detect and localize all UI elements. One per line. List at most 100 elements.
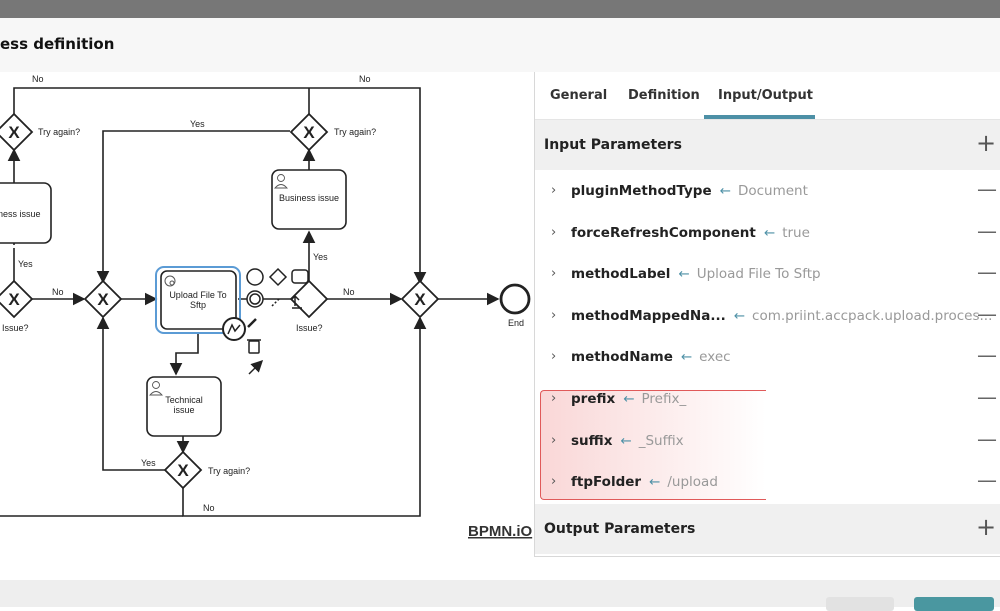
tab-input-output[interactable]: Input/Output	[718, 88, 813, 103]
gateway-label: Try again?	[208, 466, 250, 476]
svg-text:X: X	[303, 123, 315, 142]
param-row[interactable]: ›suffix←_Suffix—	[535, 421, 1000, 462]
add-input-icon[interactable]: +	[976, 129, 997, 157]
param-row[interactable]: › methodMappedNa...←com.priint.accpack.up…	[535, 296, 1000, 337]
remove-param-icon[interactable]: —	[977, 468, 997, 493]
remove-param-icon[interactable]: —	[977, 218, 997, 243]
param-value: Prefix_	[641, 391, 687, 407]
param-name: prefix	[571, 391, 616, 407]
flow-label: No	[359, 74, 371, 84]
param-name: pluginMethodType	[571, 183, 712, 199]
flow-label: Yes	[190, 119, 205, 129]
svg-text:X: X	[177, 461, 189, 480]
remove-param-icon[interactable]: —	[977, 177, 997, 201]
chevron-right-icon[interactable]: ›	[551, 307, 557, 323]
input-parameters-label: Input Parameters	[544, 137, 682, 153]
svg-text:X: X	[97, 290, 109, 309]
chevron-right-icon[interactable]: ›	[551, 224, 557, 240]
param-entry: prefix ← Prefix_	[571, 391, 686, 407]
gateway-label: Issue?	[2, 323, 29, 333]
param-name: forceRefreshComponent	[571, 224, 756, 241]
task-label: ness issue	[0, 209, 41, 219]
flow-label: No	[343, 287, 355, 297]
properties-panel: General Definition Input/Output Input Pa…	[534, 72, 1000, 557]
chevron-right-icon[interactable]: ›	[551, 266, 557, 282]
remove-param-icon[interactable]: —	[977, 385, 997, 409]
param-row[interactable]: › methodLabel ← Upload File To Sftp —	[535, 254, 1000, 295]
chevron-right-icon[interactable]: ›	[551, 432, 557, 448]
input-parameters-header[interactable]: Input Parameters +	[535, 120, 1000, 170]
param-entry: suffix←_Suffix	[571, 433, 684, 449]
param-value: com.priint.accpack.upload.proces...	[752, 307, 993, 324]
bpmn-diagram[interactable]: X X X X X X	[0, 72, 534, 572]
param-row[interactable]: › ftpFolder ← /upload —	[535, 462, 1000, 503]
chevron-right-icon[interactable]: ›	[551, 183, 557, 198]
dialog-footer	[0, 580, 1000, 611]
remove-param-icon[interactable]: —	[977, 301, 997, 326]
param-name: methodLabel	[571, 266, 671, 283]
param-row[interactable]: › pluginMethodType ← Document —	[535, 171, 1000, 212]
chevron-right-icon[interactable]: ›	[551, 349, 557, 365]
remove-param-icon[interactable]: —	[977, 426, 997, 451]
flow-label: Yes	[141, 458, 156, 468]
svg-text:X: X	[414, 290, 426, 309]
param-row[interactable]: › forceRefreshComponent←true —	[535, 213, 1000, 254]
param-row[interactable]: › prefix ← Prefix_ —	[535, 379, 1000, 420]
end-label: End	[508, 318, 524, 328]
task-label: issue	[173, 405, 194, 415]
task-label: Sftp	[190, 300, 206, 310]
param-entry: methodMappedNa...←com.priint.accpack.upl…	[571, 308, 992, 324]
flow-label: Yes	[18, 259, 33, 269]
param-entry: forceRefreshComponent←true	[571, 225, 810, 241]
arrow-left-icon: ←	[620, 432, 632, 449]
gear-icon	[164, 275, 176, 287]
add-output-icon[interactable]: +	[976, 513, 997, 541]
param-value: /upload	[667, 474, 718, 491]
context-pad[interactable]	[246, 267, 309, 308]
svg-text:X: X	[8, 123, 20, 142]
arrow-left-icon: ←	[719, 183, 731, 199]
tab-bar: General Definition Input/Output	[535, 72, 1000, 120]
gateway-icon[interactable]	[0, 112, 440, 490]
param-entry: methodLabel ← Upload File To Sftp	[571, 266, 821, 282]
save-button[interactable]	[914, 597, 994, 611]
tab-general[interactable]: General	[550, 88, 608, 103]
param-name: methodName	[571, 349, 673, 366]
task-label: Upload File To	[169, 290, 226, 300]
param-row[interactable]: › methodName ← exec —	[535, 337, 1000, 378]
output-parameters-header[interactable]: Output Parameters +	[535, 504, 1000, 554]
arrow-left-icon: ←	[678, 266, 690, 283]
upload-task[interactable]	[160, 270, 237, 330]
param-value: Upload File To Sftp	[696, 266, 821, 283]
remove-param-icon[interactable]: —	[977, 260, 997, 285]
gateway-label: Try again?	[334, 127, 376, 137]
param-value: Document	[737, 183, 808, 199]
arrow-left-icon: ←	[649, 474, 661, 491]
output-parameters-label: Output Parameters	[544, 521, 696, 537]
arrow-left-icon: ←	[623, 391, 635, 407]
active-tab-indicator	[704, 115, 815, 119]
param-value: _Suffix	[638, 432, 684, 449]
tab-definition[interactable]: Definition	[628, 88, 700, 103]
bpmn-canvas[interactable]: X X X X X X	[0, 72, 534, 572]
param-name: ftpFolder	[571, 474, 642, 491]
param-value: true	[782, 224, 810, 241]
flow-label: No	[32, 74, 44, 84]
flow-label: Yes	[313, 252, 328, 262]
chevron-right-icon[interactable]: ›	[551, 391, 557, 406]
gateway-label: Issue?	[296, 323, 323, 333]
task-label: Business issue	[279, 193, 339, 203]
dialog-title: ess definition	[0, 35, 115, 53]
highlight-box	[540, 390, 766, 500]
gateway-label: Try again?	[38, 127, 80, 137]
end-event[interactable]	[499, 283, 531, 315]
task-label: Technical	[165, 395, 203, 405]
param-entry: pluginMethodType ← Document	[571, 183, 808, 199]
remove-param-icon[interactable]: —	[977, 343, 997, 368]
cancel-button[interactable]	[826, 597, 894, 611]
chevron-right-icon[interactable]: ›	[551, 474, 557, 490]
arrow-left-icon: ←	[680, 349, 693, 366]
flow-label: No	[52, 287, 64, 297]
bpmn-io-logo[interactable]: BPMN.iO	[468, 523, 533, 540]
param-value: exec	[699, 349, 731, 366]
